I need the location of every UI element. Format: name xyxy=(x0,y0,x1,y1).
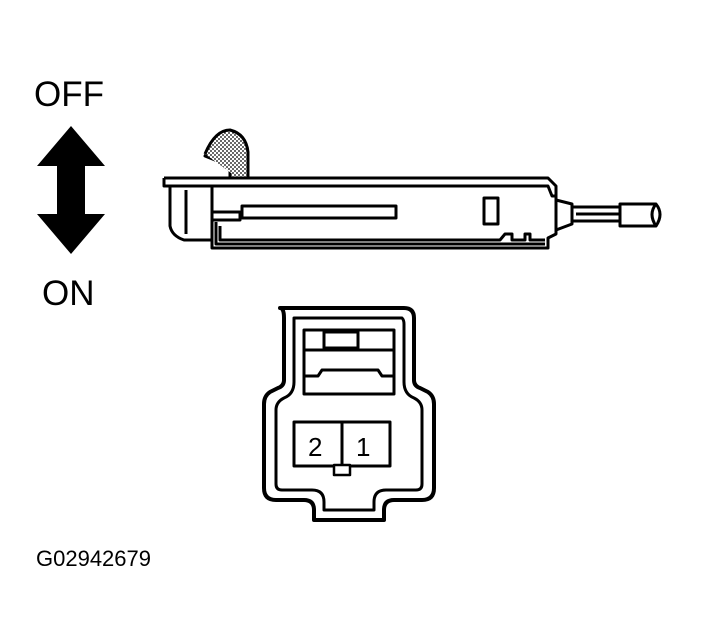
double-arrow-icon xyxy=(37,126,105,254)
pin-label: 1 xyxy=(356,432,370,462)
on-label: ON xyxy=(42,274,95,313)
figure-code: G02942679 xyxy=(36,546,151,571)
off-label: OFF xyxy=(34,75,104,114)
pin-label: 2 xyxy=(308,432,322,462)
switch-body xyxy=(162,128,662,250)
connector xyxy=(262,306,436,522)
